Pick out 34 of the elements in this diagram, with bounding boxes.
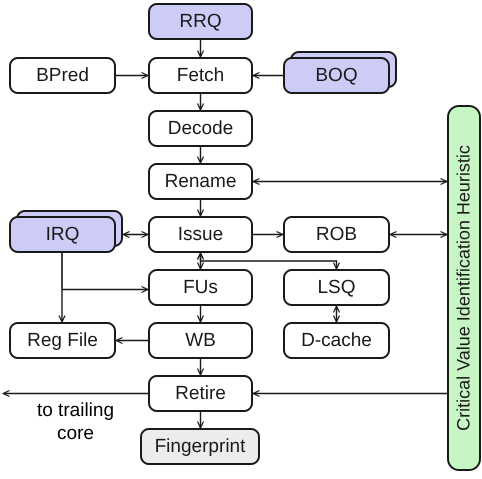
stage-box: Reg File [9,322,116,359]
stage-box: Rename [148,163,253,200]
queue-box: RRQ [148,3,253,40]
stage-box: LSQ [283,269,390,306]
arrow [115,336,148,344]
stage-box: FUs [148,269,253,306]
fingerprint-box: Fingerprint [140,428,260,465]
arrow [58,253,66,323]
arrow [196,306,204,323]
arrow [122,230,149,238]
arrow [196,40,204,58]
arrow [252,178,448,186]
arrow [196,252,340,270]
stage-box: Fetch [148,57,253,94]
arrow [116,72,149,80]
arrow [196,94,204,111]
arrow [2,390,148,398]
stage-box: BPred [9,57,116,94]
stage-box: Retire [148,375,253,412]
stage-box: WB [148,322,253,359]
stage-box: ROB [283,216,390,253]
arrow [252,390,447,398]
stage-box: Decode [148,110,253,147]
stage-box: Issue [148,216,253,253]
arrow [196,147,204,164]
arrow [196,359,204,376]
arrow [252,72,283,80]
arrow [389,230,448,238]
stage-box: D-cache [283,322,390,359]
arrow [196,412,204,429]
arrow [253,230,284,238]
heuristic-bar: Critical Value Identification Heuristic [447,105,481,471]
arrow [332,305,340,323]
arrow [196,200,204,217]
